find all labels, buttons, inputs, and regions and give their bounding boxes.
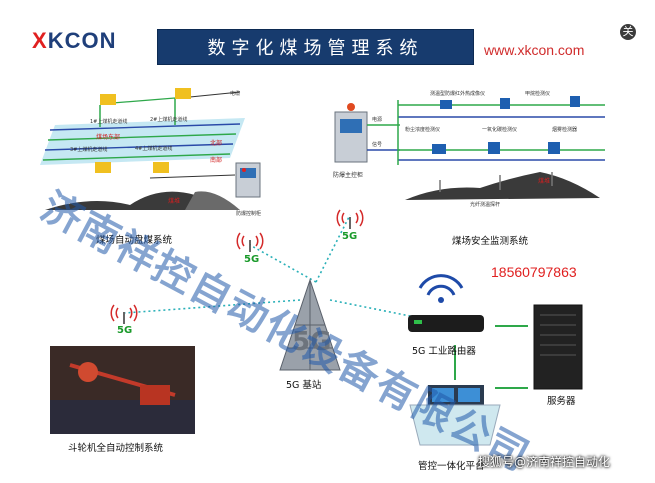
sensor-icons: [432, 96, 580, 154]
page-title: 数字化煤场管理系统: [157, 29, 474, 65]
sensor-label: 甲烷检测仪: [525, 91, 551, 97]
track-label: 3#上煤机走道线: [70, 147, 108, 153]
platform-label: 管控一体化平台: [418, 461, 485, 472]
link-bucket: [124, 299, 301, 314]
safety-diagram: [334, 96, 605, 200]
sensor-label: 粉尘浓度检测仪: [405, 127, 441, 133]
zone-label: 北部: [210, 140, 223, 147]
company-logo: XKCON: [32, 28, 116, 54]
svg-text:5G: 5G: [292, 327, 331, 357]
safety-system-label: 煤场安全监测系统: [452, 236, 529, 247]
track-label: 4#上煤机走道线: [135, 146, 173, 152]
sensor-label: 烟雾检测器: [552, 127, 578, 133]
zone-label: 煤场东部: [96, 134, 121, 141]
zone-label: 南部: [210, 157, 223, 164]
wired-links: [454, 325, 528, 389]
link-stacker: [249, 244, 317, 283]
sensor-label: 测温型防爆红外热成像仪: [430, 91, 486, 97]
contact-phone: 18560797863: [491, 264, 577, 280]
stacker-machine-icon: [100, 94, 116, 105]
link-safety: [315, 214, 351, 283]
stacker-system-label: 煤场自动盘煤系统: [96, 235, 173, 246]
router-icon: [408, 274, 484, 332]
cable-label: 电缆: [230, 91, 241, 97]
cabinet-label: 防爆主控柜: [333, 172, 364, 179]
5g-tag: 5G: [117, 325, 133, 336]
coal-pile-label: 煤堆: [538, 178, 551, 185]
logo-mark: X: [32, 28, 48, 53]
logo-text: KCON: [47, 28, 117, 53]
stacker-machine-icon: [95, 162, 111, 173]
temperature-probes: [439, 172, 553, 192]
base-station-icon: 5G: [279, 278, 341, 371]
network-links: [124, 214, 421, 319]
track-label: 2#上煤机走道线: [150, 117, 188, 123]
track-label: 1#上煤机走道线: [90, 119, 128, 125]
stacker-diagram: [40, 88, 261, 210]
control-console-icon: [409, 385, 501, 446]
coal-pile-label: 煤堆: [168, 198, 181, 205]
cable-label: 信号: [372, 142, 383, 148]
base-station-label: 5G 基站: [286, 380, 322, 391]
server-label: 服务器: [547, 396, 576, 407]
bucket-system-label: 斗轮机全自动控制系统: [68, 443, 164, 454]
sohu-account-watermark: 搜狐号@济南祥控自动化: [478, 455, 611, 469]
bucket-wheel-photo: [50, 346, 195, 434]
cabinet-label: 防爆控制柜: [236, 211, 262, 217]
website-url[interactable]: www.xkcon.com: [484, 42, 585, 58]
stacker-machine-icon: [175, 88, 191, 99]
stacker-machine-icon: [153, 162, 169, 173]
5g-tag: 5G: [342, 231, 358, 242]
probe-label: 光纤测温探杆: [470, 202, 501, 208]
close-button[interactable]: 关: [620, 24, 636, 40]
server-icon: [533, 304, 583, 390]
sensor-label: 一氧化碳检测仪: [482, 127, 518, 133]
link-router: [329, 299, 421, 319]
5g-tag: 5G: [244, 254, 260, 265]
cable-label: 电源: [372, 117, 383, 123]
router-label: 5G 工业路由器: [412, 346, 476, 357]
